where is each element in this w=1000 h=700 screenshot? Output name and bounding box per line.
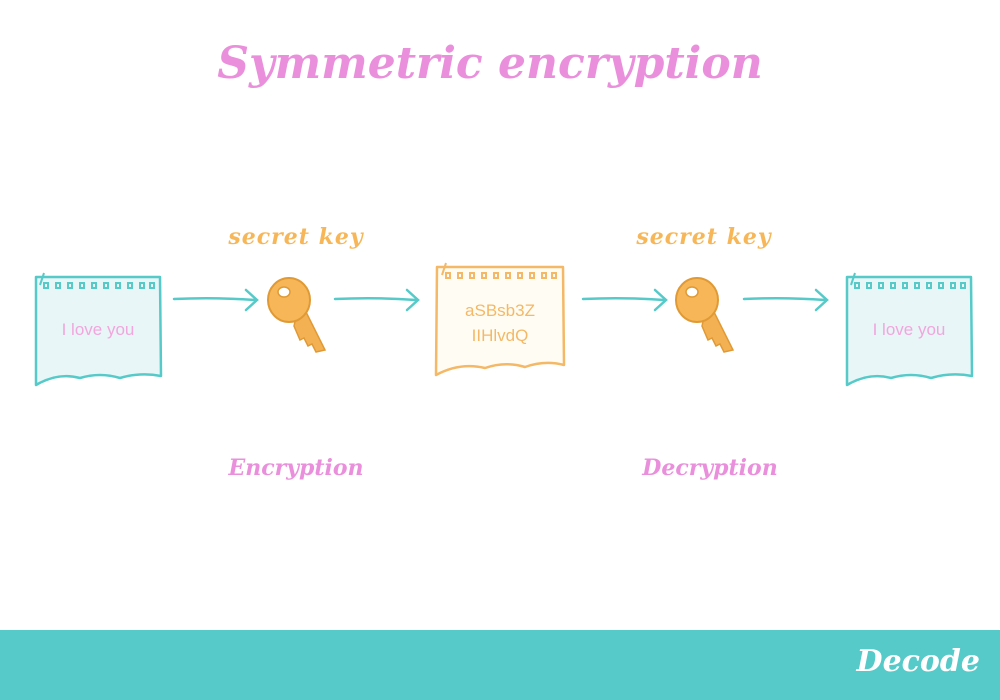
plaintext-message: I love you: [61, 320, 135, 339]
diagram-title: Symmetric encryption: [217, 38, 763, 89]
ciphertext-note: [434, 262, 566, 377]
key-icon: [675, 277, 735, 353]
decryption-label: Decryption: [642, 455, 778, 481]
decryption-key-label: secret key: [636, 224, 772, 250]
ciphertext-message: aSBsb3Z IIHlvdQ: [437, 298, 563, 348]
arrow-plaintext-to-key: [172, 288, 259, 312]
plaintext-note: [34, 272, 163, 387]
arrow-key-to-decrypted: [742, 288, 829, 312]
key-icon: [267, 277, 327, 353]
arrow-ciphertext-to-key: [581, 288, 668, 312]
encryption-key-label: secret key: [228, 224, 364, 250]
footer-bar: Decode: [0, 630, 1000, 700]
ciphertext-line-1: aSBsb3Z: [465, 301, 535, 320]
brand-logo: Decode: [856, 644, 980, 679]
decrypted-message: I love you: [872, 320, 946, 339]
encryption-label: Encryption: [228, 455, 364, 481]
decrypted-note: [845, 272, 974, 387]
arrow-key-to-ciphertext: [333, 288, 420, 312]
ciphertext-line-2: IIHlvdQ: [471, 326, 529, 345]
